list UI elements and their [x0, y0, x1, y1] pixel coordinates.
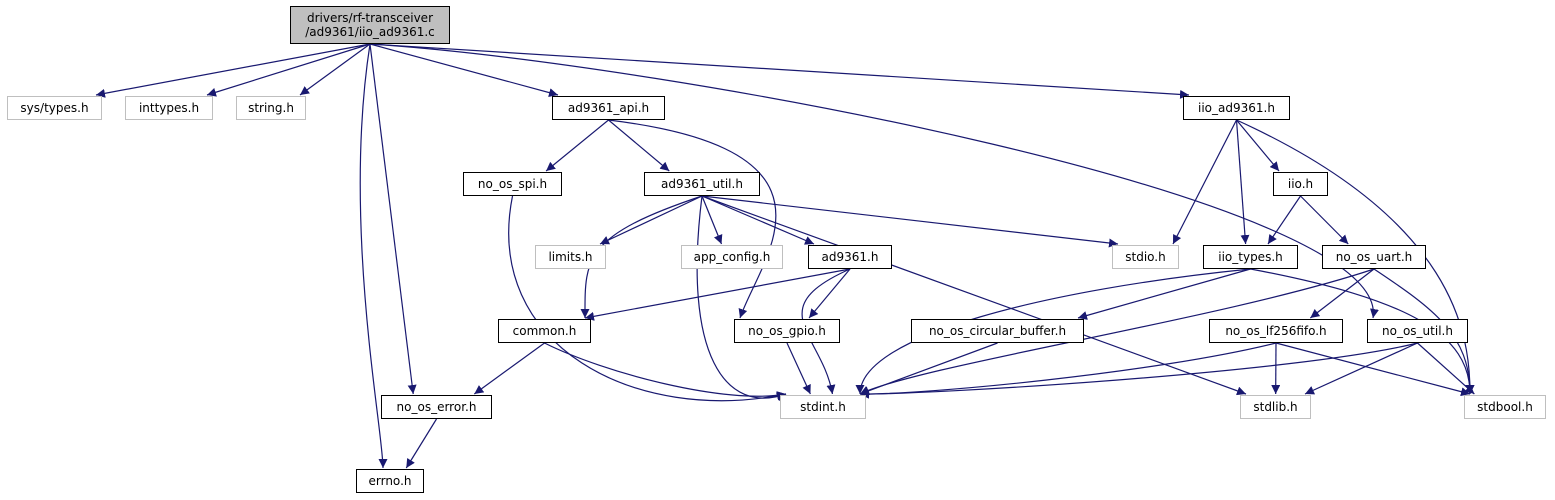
node-no-os-util-h[interactable]: no_os_util.h: [1367, 319, 1468, 343]
edge-root-to-iio-ad9361: [369, 43, 1190, 99]
edge-iio-ad9361-to-stdio: [1172, 119, 1238, 245]
edge-iio-to-no-os-uart: [1300, 195, 1349, 245]
edge-common-to-no-os-error: [473, 342, 545, 395]
edge-no-os-error-to-errno: [405, 418, 438, 469]
node-no-os-gpio-h[interactable]: no_os_gpio.h: [734, 319, 840, 343]
edge-iio-types-to-stdint: [855, 268, 1251, 395]
edge-root-to-sys-types: [95, 43, 371, 98]
node-no-os-lf256fifo-h[interactable]: no_os_lf256fifo.h: [1209, 319, 1343, 343]
edge-ad9361-api-to-no-os-gpio: [608, 119, 777, 319]
edge-ad9361-util-to-ad9361: [701, 195, 815, 245]
node-ad9361-api-h[interactable]: ad9361_api.h: [552, 96, 665, 120]
edge-no-os-lf256fifo-to-stdint: [859, 342, 1277, 399]
edge-ad9361-util-to-limits: [599, 195, 703, 245]
node-errno-h[interactable]: errno.h: [356, 469, 424, 493]
edge-no-os-uart-to-no-os-lf256fifo: [1309, 268, 1375, 319]
node-iio-h[interactable]: iio.h: [1273, 172, 1328, 196]
edge-ad9361-to-no-os-gpio: [808, 268, 851, 319]
edge-root-to-ad9361-api: [369, 43, 559, 97]
edge-no-os-util-to-stdlib: [1304, 342, 1418, 395]
edge-iio-ad9361-to-iio: [1236, 119, 1280, 172]
node-stdbool-h[interactable]: stdbool.h: [1464, 395, 1546, 419]
edge-no-os-circular-buffer-to-stdint: [859, 342, 998, 396]
node-iio-ad9361-c[interactable]: drivers/rf-transceiver /ad9361/iio_ad936…: [290, 6, 450, 44]
edge-root-to-inttypes: [206, 43, 371, 97]
node-stdint-h[interactable]: stdint.h: [780, 395, 866, 419]
node-no-os-uart-h[interactable]: no_os_uart.h: [1322, 245, 1426, 269]
node-sys-types-h[interactable]: sys/types.h: [7, 96, 102, 120]
edge-ad9361-util-to-stdio: [701, 195, 1119, 248]
node-stdlib-h[interactable]: stdlib.h: [1240, 395, 1311, 419]
node-app-config-h[interactable]: app_config.h: [681, 245, 783, 269]
edge-common-to-stdint: [544, 342, 787, 401]
edge-root-to-no-os-error: [369, 43, 417, 395]
edge-ad9361-util-to-stdlib: [701, 195, 1247, 396]
edge-no-os-gpio-to-stdint: [786, 342, 811, 395]
node-stdio-h[interactable]: stdio.h: [1112, 245, 1179, 269]
node-no-os-circular-buffer-h[interactable]: no_os_circular_buffer.h: [911, 319, 1084, 343]
edge-ad9361-api-to-no-os-spi: [545, 119, 609, 172]
node-no-os-error-h[interactable]: no_os_error.h: [381, 395, 492, 419]
edge-no-os-util-to-stdint: [859, 342, 1418, 399]
node-string-h[interactable]: string.h: [236, 96, 306, 120]
edge-iio-types-to-no-os-circular-buffer: [1077, 268, 1251, 320]
node-ad9361-util-h[interactable]: ad9361_util.h: [644, 172, 760, 196]
edge-iio-to-iio-types: [1267, 195, 1301, 245]
edge-root-to-string: [299, 43, 371, 96]
node-root-line2: /ad9361/iio_ad9361.c: [305, 25, 435, 39]
node-limits-h[interactable]: limits.h: [535, 245, 606, 269]
edge-iio-ad9361-to-iio-types: [1235, 119, 1250, 245]
node-iio-ad9361-h[interactable]: iio_ad9361.h: [1183, 96, 1290, 120]
edge-root-to-errno: [359, 43, 388, 469]
edge-ad9361-to-common: [584, 268, 851, 321]
node-ad9361-h[interactable]: ad9361.h: [808, 245, 892, 269]
edge-no-os-lf256fifo-to-stdbool: [1275, 342, 1471, 397]
edge-ad9361-api-to-ad9361-util: [608, 119, 670, 172]
edge-ad9361-util-to-app-config: [701, 195, 723, 245]
edge-no-os-util-to-stdbool: [1417, 342, 1475, 395]
node-common-h[interactable]: common.h: [498, 319, 591, 343]
edge-no-os-spi-to-stdint: [508, 195, 787, 402]
node-root-line1: drivers/rf-transceiver: [306, 11, 433, 25]
node-no-os-spi-h[interactable]: no_os_spi.h: [463, 172, 562, 196]
edge-iio-ad9361-to-stdbool: [1236, 119, 1475, 395]
node-iio-types-h[interactable]: iio_types.h: [1203, 245, 1298, 269]
node-inttypes-h[interactable]: inttypes.h: [125, 96, 213, 120]
